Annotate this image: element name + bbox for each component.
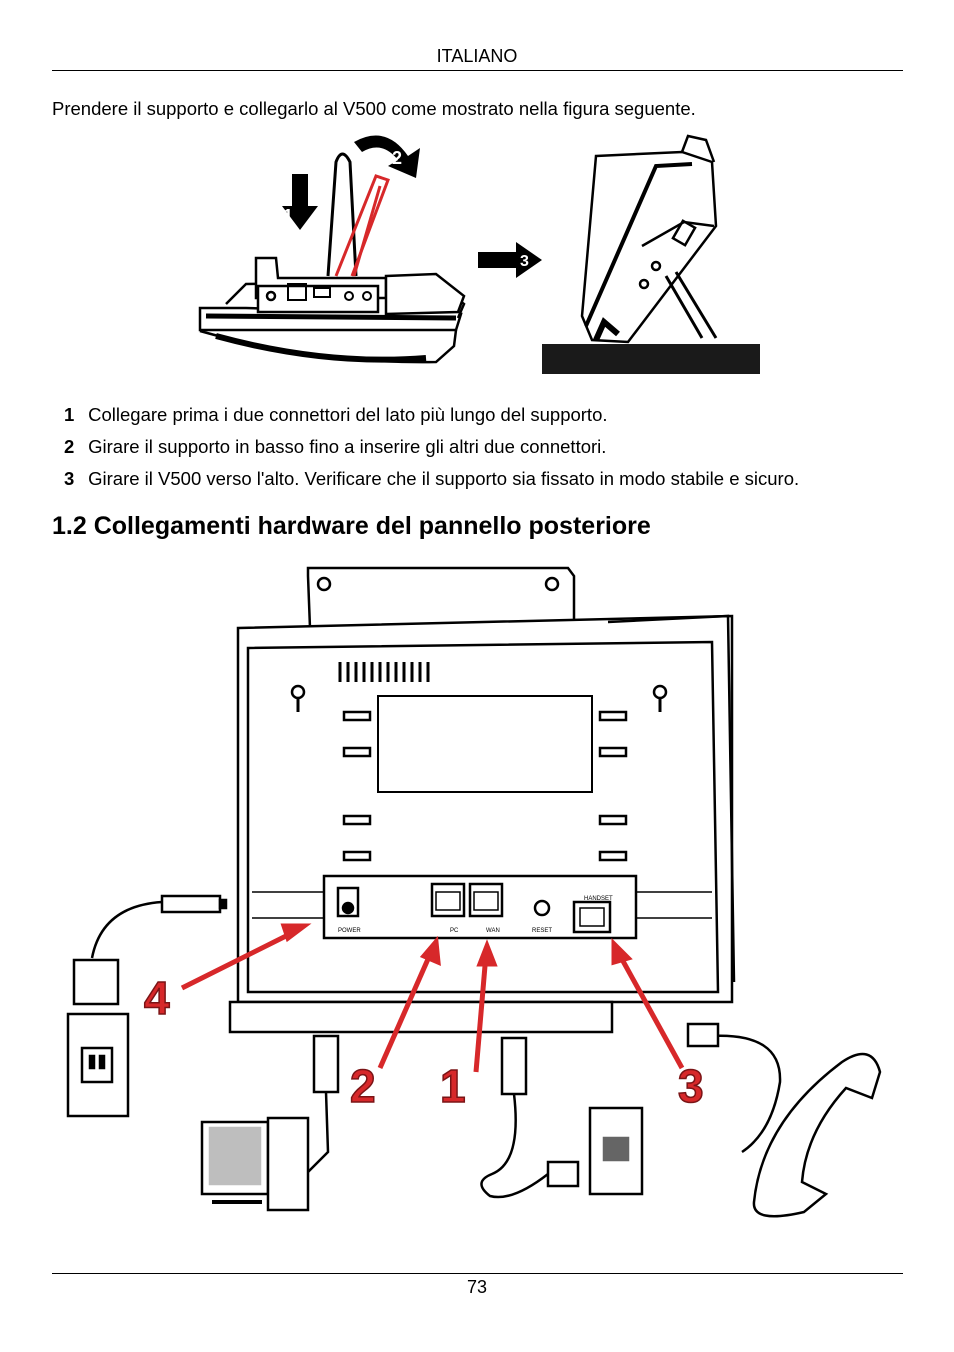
callout-4: 4: [144, 972, 170, 1024]
callout-1: 1: [440, 1060, 466, 1112]
page-number: 73: [466, 1277, 488, 1297]
computer-icon: [200, 1034, 340, 1212]
step-list: 1 Collegare prima i due connettori del l…: [64, 404, 799, 500]
step-text: Girare il supporto in basso fino a inser…: [88, 436, 607, 457]
handset-port: [572, 900, 612, 934]
stand-plate: [306, 566, 576, 630]
svg-text:1: 1: [283, 206, 293, 226]
power-port: [336, 886, 360, 918]
stand-assembly-figure: 1 2 3: [198, 134, 760, 374]
callout-arrows: [180, 923, 685, 1073]
callout-numbers: 4 2 1 3: [143, 971, 704, 1113]
step-item: 2 Girare il supporto in basso fino a ins…: [64, 436, 799, 468]
rear-panel-connection-figure: POWER PC WAN RESET HANDSET: [66, 566, 882, 1218]
arrow-step-1: 1: [282, 174, 318, 230]
handset-port-label: HANDSET: [584, 896, 613, 902]
callout-3: 3: [678, 1060, 704, 1112]
svg-text:3: 3: [520, 253, 529, 270]
pc-port-label: PC: [450, 928, 459, 934]
power-port-label: POWER: [338, 928, 361, 934]
wall-outlet: [66, 1012, 130, 1118]
arrow-step-3: 3: [478, 242, 542, 278]
section-heading: 1.2 Collegamenti hardware del pannello p…: [52, 512, 651, 540]
reset-button: [533, 899, 551, 917]
wan-port-label: WAN: [486, 928, 500, 934]
footer-rule: [52, 1273, 903, 1274]
handset-icon: [686, 1022, 882, 1218]
pc-port: [430, 882, 466, 918]
svg-text:2: 2: [392, 148, 402, 168]
phone-side-view-flat: [198, 256, 466, 364]
callout-2: 2: [350, 1060, 376, 1112]
table-surface: [542, 344, 760, 374]
step-item: 1 Collegare prima i due connettori del l…: [64, 404, 799, 436]
ethernet-plug-pc: [312, 1034, 340, 1094]
step-number: 1: [64, 404, 75, 425]
phone-rear-body: [228, 614, 736, 1034]
phone-side-view-upright: [580, 134, 718, 344]
port-panel: [322, 874, 638, 940]
stand-piece: [326, 152, 390, 277]
step-text: Girare il V500 verso l'alto. Verificare …: [88, 468, 800, 489]
wan-cable: [480, 1036, 644, 1199]
step-number: 3: [64, 468, 75, 489]
language-label: ITALIANO: [436, 46, 518, 66]
wall-phone-jack: [588, 1106, 644, 1196]
arrow-step-2: 2: [354, 135, 420, 178]
wan-port: [468, 882, 504, 918]
step-number: 2: [64, 436, 75, 457]
step-text: Collegare prima i due connettori del lat…: [88, 404, 608, 425]
intro-paragraph: Prendere il supporto e collegarlo al V50…: [52, 98, 696, 119]
ethernet-plug-wan: [500, 1036, 528, 1096]
reset-label: RESET: [532, 928, 552, 934]
step-item: 3 Girare il V500 verso l'alto. Verificar…: [64, 468, 799, 500]
power-adapter: [72, 894, 228, 1006]
header-rule: [52, 70, 903, 71]
